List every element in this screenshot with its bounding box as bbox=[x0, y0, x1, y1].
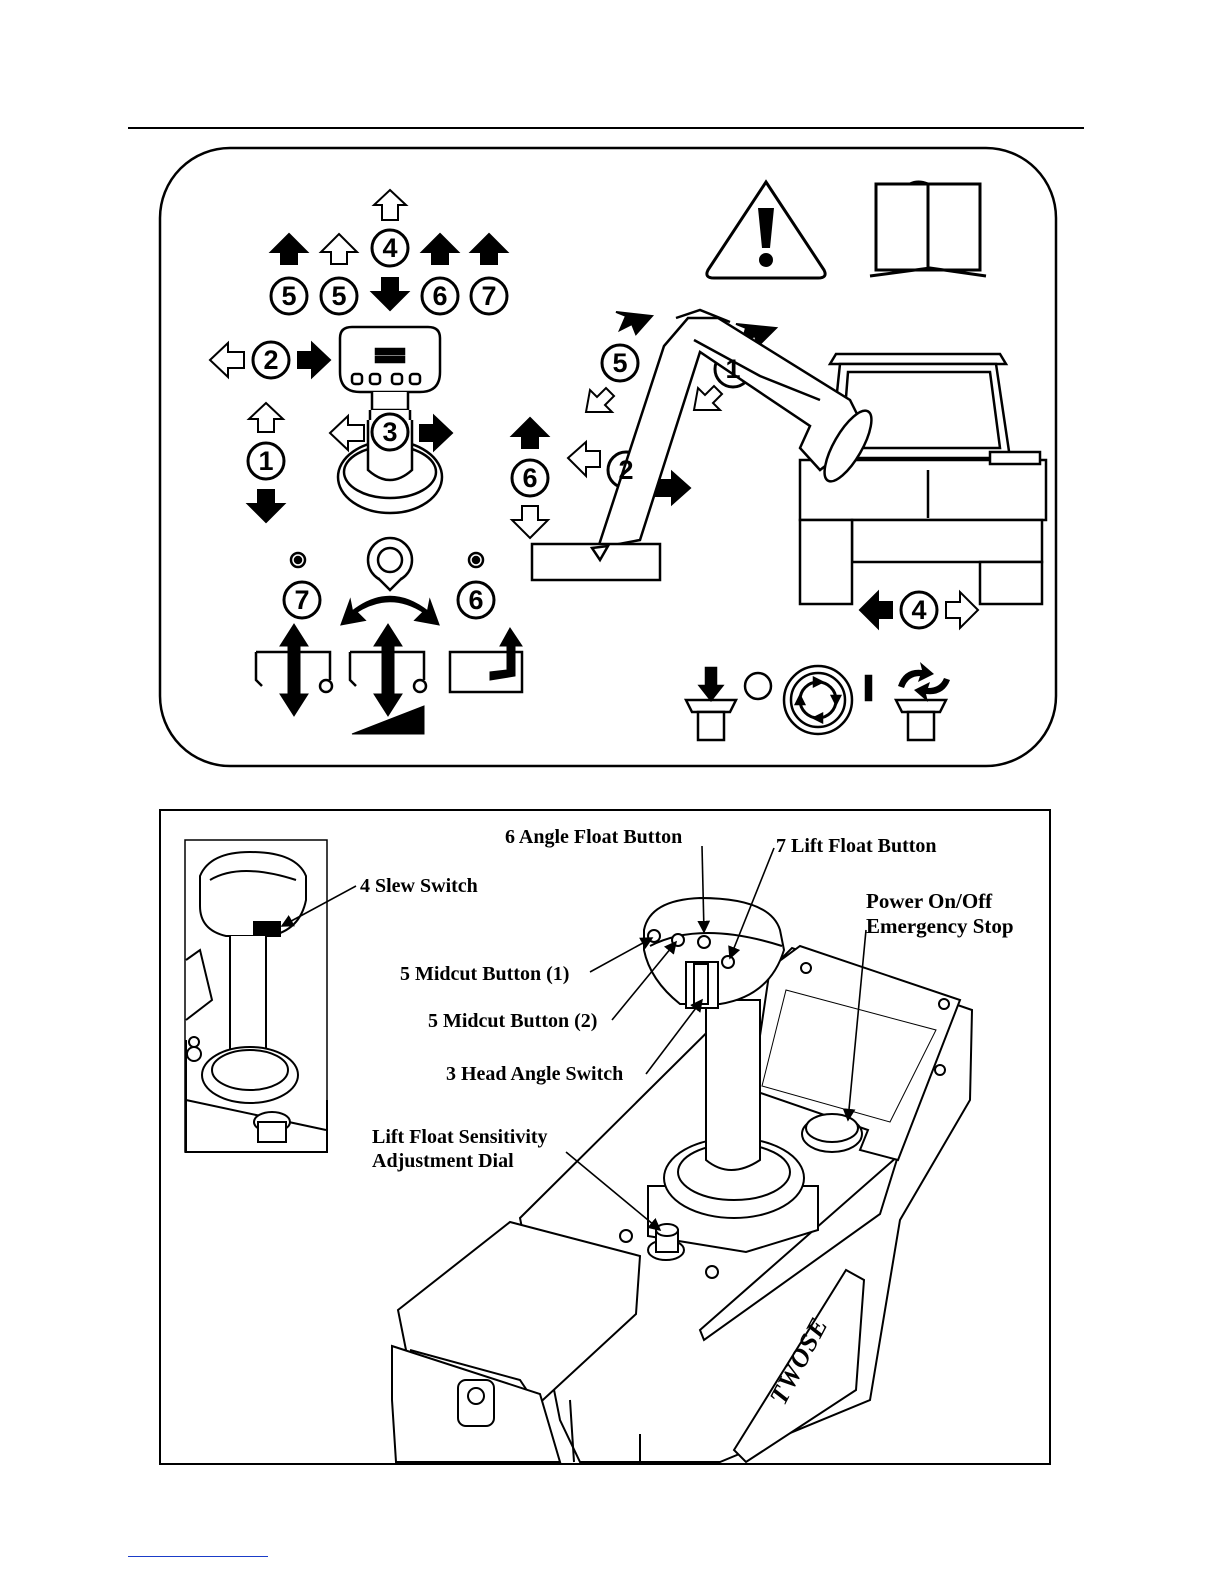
num-5a: 5 bbox=[271, 278, 307, 314]
label-midcut1: 5 Midcut Button (1) bbox=[400, 962, 569, 986]
num-boom5: 5 bbox=[602, 345, 638, 381]
arrow-left-open-3 bbox=[330, 416, 364, 450]
arrow-right-black-3 bbox=[420, 416, 452, 450]
arrow-up-open-5b bbox=[321, 234, 357, 264]
num-1-left: 1 bbox=[248, 443, 284, 479]
label-head-angle: 3 Head Angle Switch bbox=[446, 1062, 623, 1086]
arrow-up-black-boom6 bbox=[512, 418, 548, 448]
label-power-line1: Power On/Off bbox=[866, 889, 992, 913]
arrow-up-black-6 bbox=[422, 234, 458, 264]
power-off-text: O bbox=[740, 668, 776, 704]
num-6-bottom: 6 bbox=[458, 582, 494, 618]
arrow-right-open-boom4 bbox=[946, 592, 978, 628]
num-boom1: 1 bbox=[715, 351, 751, 387]
arrow-diag-open-boom5 bbox=[586, 388, 614, 412]
dial-knob-icon bbox=[368, 538, 412, 590]
arrow-up-black-7 bbox=[471, 234, 507, 264]
arrow-left-open-2 bbox=[210, 343, 244, 377]
num-boom2: 2 bbox=[608, 452, 644, 488]
label-slew-switch: 4 Slew Switch bbox=[360, 874, 478, 898]
arrow-left-black-boom4 bbox=[860, 592, 892, 628]
num-5b: 5 bbox=[321, 278, 357, 314]
arrow-down-black-4 bbox=[372, 278, 408, 310]
power-on-text: I bbox=[851, 670, 887, 706]
label-sensitivity-line1: Lift Float Sensitivity bbox=[372, 1125, 548, 1149]
emergency-stop-icon bbox=[784, 666, 852, 734]
num-4-top: 4 bbox=[372, 230, 408, 266]
num-boom6: 6 bbox=[512, 460, 548, 496]
label-power-line2: Emergency Stop bbox=[866, 914, 1014, 938]
arrow-up-black-5a bbox=[271, 234, 307, 264]
arrow-up-open-4 bbox=[374, 190, 406, 220]
num-boom4: 4 bbox=[901, 592, 937, 628]
label-midcut2: 5 Midcut Button (2) bbox=[428, 1009, 597, 1033]
arrow-diag-black-boom5 bbox=[616, 312, 652, 334]
manual-book-icon bbox=[870, 182, 986, 276]
num-3: 3 bbox=[372, 414, 408, 450]
arrow-down-black-1 bbox=[248, 490, 284, 522]
num-7-top: 7 bbox=[471, 278, 507, 314]
num-2-left: 2 bbox=[253, 342, 289, 378]
num-6-top: 6 bbox=[422, 278, 458, 314]
label-angle-float: 6 Angle Float Button bbox=[505, 825, 682, 849]
label-sensitivity-line2: Adjustment Dial bbox=[372, 1149, 514, 1173]
num-7-bottom: 7 bbox=[284, 582, 320, 618]
arrow-up-open-1 bbox=[249, 403, 283, 432]
label-lift-float: 7 Lift Float Button bbox=[776, 834, 937, 858]
push-button-icon-right bbox=[896, 700, 946, 712]
arrow-down-open-boom6 bbox=[512, 506, 548, 538]
arrow-left-open-boom2 bbox=[568, 442, 600, 476]
arrow-diag-open-boom1 bbox=[694, 386, 722, 410]
curved-double-arrow-icon bbox=[342, 597, 438, 624]
rotate-arrows-icon bbox=[898, 662, 950, 702]
warning-icon bbox=[707, 182, 825, 278]
footer-link-rule bbox=[128, 1556, 268, 1557]
arrow-right-black-2 bbox=[298, 343, 330, 377]
